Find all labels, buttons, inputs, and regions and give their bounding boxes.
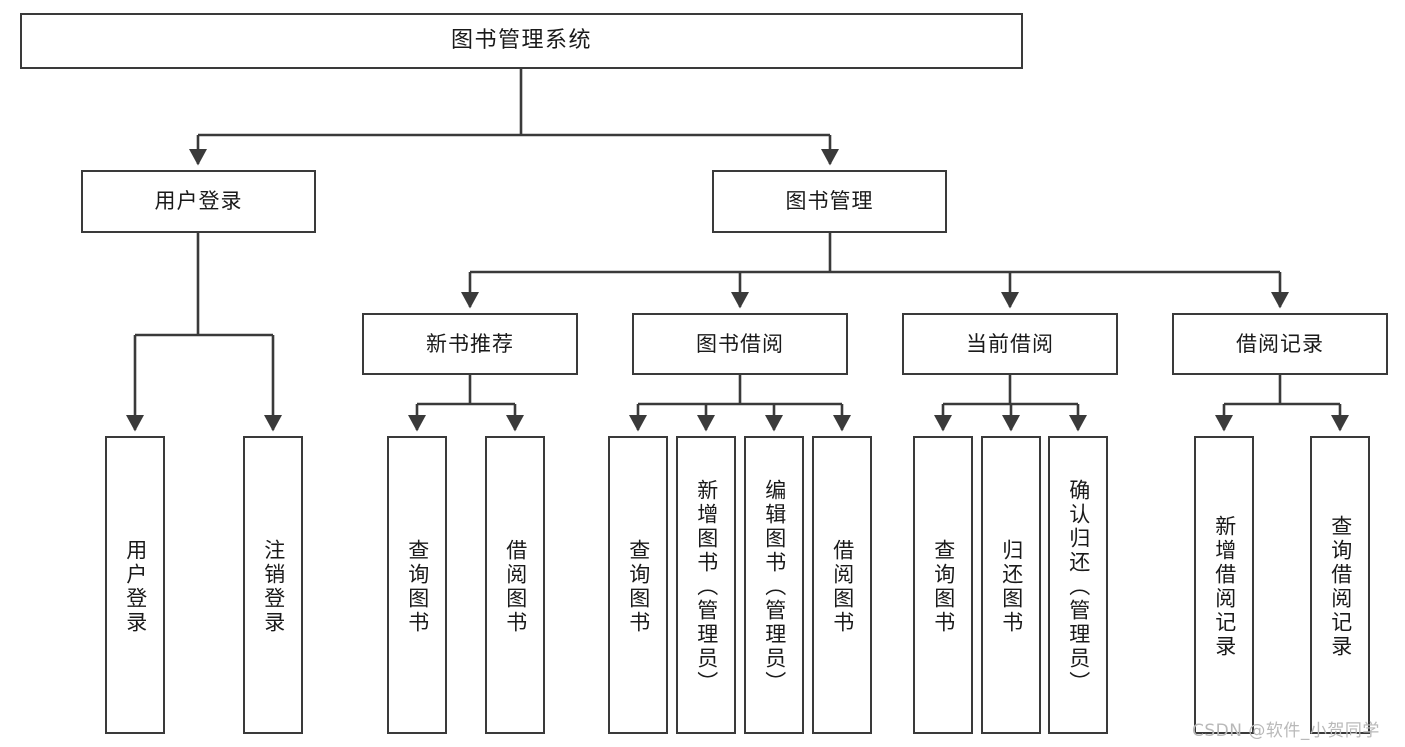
node-new-book-recommend-label: 新书推荐: [426, 331, 514, 356]
node-leaf-return-book-label: 归还图书: [999, 539, 1024, 635]
node-root[interactable]: 图书管理系统: [20, 13, 1023, 69]
node-leaf-borrow-book-1[interactable]: 借阅图书: [485, 436, 545, 734]
node-leaf-query-book-2-label: 查询图书: [626, 539, 651, 635]
node-leaf-query-record[interactable]: 查询借阅记录: [1310, 436, 1370, 734]
node-root-label: 图书管理系统: [450, 28, 592, 53]
node-leaf-confirm-return-label: 确认归还（管理员）: [1066, 479, 1091, 695]
node-leaf-query-book-2[interactable]: 查询图书: [608, 436, 668, 734]
node-leaf-logout-label: 注销登录: [261, 539, 286, 635]
node-new-book-recommend[interactable]: 新书推荐: [362, 313, 578, 375]
node-book-borrow[interactable]: 图书借阅: [632, 313, 848, 375]
node-leaf-return-book[interactable]: 归还图书: [981, 436, 1041, 734]
node-leaf-query-book-1[interactable]: 查询图书: [387, 436, 447, 734]
node-book-management-label: 图书管理: [785, 189, 874, 213]
node-user-login-label: 用户登录: [154, 189, 243, 213]
node-leaf-query-book-1-label: 查询图书: [405, 539, 430, 635]
node-leaf-borrow-book-1-label: 借阅图书: [503, 539, 528, 635]
node-leaf-query-book-3-label: 查询图书: [931, 539, 956, 635]
node-current-borrow-label: 当前借阅: [966, 331, 1054, 356]
node-leaf-add-book[interactable]: 新增图书（管理员）: [676, 436, 736, 734]
node-leaf-confirm-return[interactable]: 确认归还（管理员）: [1048, 436, 1108, 734]
node-book-management[interactable]: 图书管理: [712, 170, 947, 233]
node-leaf-query-book-3[interactable]: 查询图书: [913, 436, 973, 734]
node-leaf-edit-book[interactable]: 编辑图书（管理员）: [744, 436, 804, 734]
node-borrow-record[interactable]: 借阅记录: [1172, 313, 1388, 375]
node-leaf-user-login-label: 用户登录: [123, 539, 148, 635]
node-leaf-add-record[interactable]: 新增借阅记录: [1194, 436, 1254, 734]
node-current-borrow[interactable]: 当前借阅: [902, 313, 1118, 375]
node-borrow-record-label: 借阅记录: [1236, 331, 1324, 356]
csdn-watermark: CSDN @软件_小贺同学: [1192, 721, 1380, 741]
node-book-borrow-label: 图书借阅: [696, 331, 784, 356]
node-leaf-user-login[interactable]: 用户登录: [105, 436, 165, 734]
node-leaf-add-book-label: 新增图书（管理员）: [694, 479, 719, 695]
node-leaf-logout[interactable]: 注销登录: [243, 436, 303, 734]
node-leaf-add-record-label: 新增借阅记录: [1212, 515, 1237, 659]
node-leaf-borrow-book-2[interactable]: 借阅图书: [812, 436, 872, 734]
node-leaf-borrow-book-2-label: 借阅图书: [830, 539, 855, 635]
node-leaf-query-record-label: 查询借阅记录: [1328, 515, 1353, 659]
node-leaf-edit-book-label: 编辑图书（管理员）: [762, 479, 787, 695]
node-user-login[interactable]: 用户登录: [81, 170, 316, 233]
